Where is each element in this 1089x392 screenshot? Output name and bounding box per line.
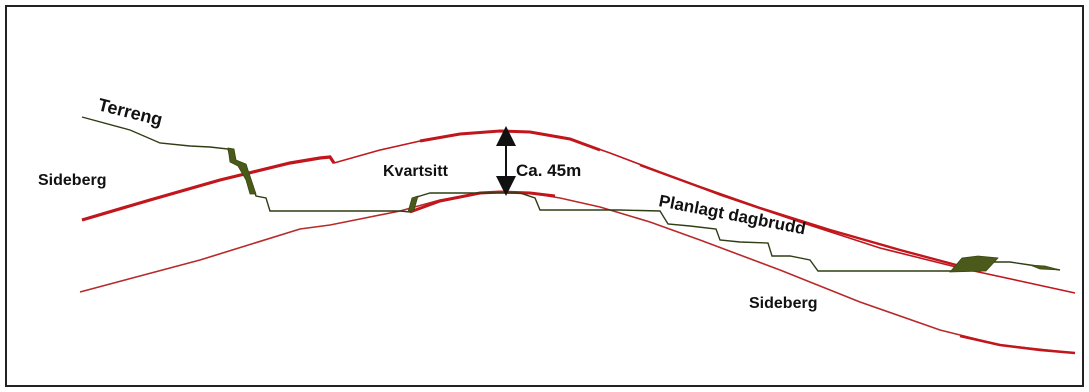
terrain-fill-right-small — [1029, 264, 1061, 271]
label-sideberg-left: Sideberg — [38, 172, 106, 189]
diagram-frame — [5, 5, 1084, 387]
terrain-fill-left-bench — [227, 147, 257, 195]
terrain-fill-center-bench — [407, 195, 419, 213]
upper-contact-line-thick-right — [639, 163, 961, 268]
terrain-fill-right — [949, 255, 999, 273]
lower-contact-line — [79, 191, 1076, 354]
upper-contact-line-thick-left — [81, 155, 336, 222]
label-sideberg-bottom: Sideberg — [749, 295, 817, 312]
label-thickness: Ca. 45m — [516, 161, 581, 180]
label-terreng: Terreng — [96, 94, 165, 129]
upper-contact-line-thick-crest — [419, 129, 601, 152]
label-kvartsitt: Kvartsitt — [383, 163, 449, 180]
lower-contact-line-bold-right — [959, 334, 1076, 355]
